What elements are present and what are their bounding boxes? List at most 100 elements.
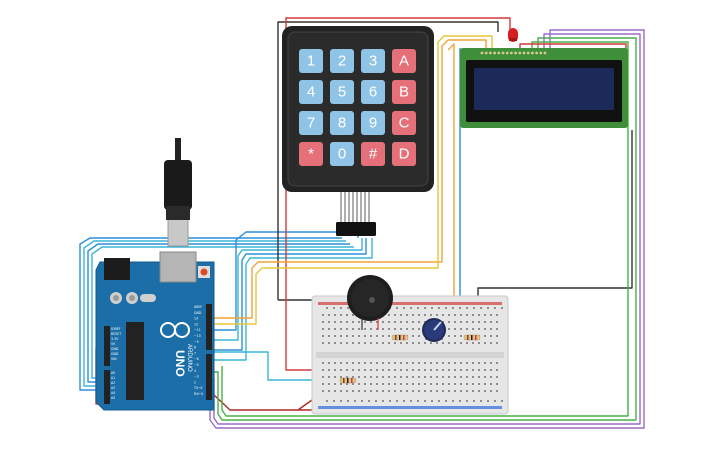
keypad-connector[interactable] xyxy=(336,222,376,236)
wire-purple-1[interactable] xyxy=(213,33,641,425)
wire-yellow-1[interactable] xyxy=(214,35,493,325)
lcd-pin[interactable] xyxy=(501,51,505,55)
keypad-key-9[interactable]: 9 xyxy=(361,111,385,135)
resistor-1[interactable] xyxy=(391,334,409,341)
arduino-power-pin-label: 3.3V xyxy=(111,337,119,341)
lcd-pin[interactable] xyxy=(497,51,501,55)
keypad-key-1[interactable]: 1 xyxy=(299,49,323,73)
breadboard-holes xyxy=(322,307,503,402)
keypad-key-label: D xyxy=(399,146,410,163)
lcd-16x2 xyxy=(460,48,628,128)
lcd-screen xyxy=(474,68,614,110)
wire-purple-2[interactable] xyxy=(209,29,645,429)
wire-orange-1[interactable] xyxy=(214,39,487,319)
keypad-key-4[interactable]: 4 xyxy=(299,80,323,104)
arduino-digital-header-2[interactable] xyxy=(206,354,212,400)
lcd-pin[interactable] xyxy=(505,51,509,55)
keypad-key-#[interactable]: # xyxy=(361,142,385,166)
lcd-pin[interactable] xyxy=(484,51,488,55)
keypad-key-B[interactable]: B xyxy=(392,80,416,104)
arduino-digital-pin-label: ~3 xyxy=(194,375,199,379)
wire-red-lcd[interactable] xyxy=(519,43,627,50)
keypad-key-6[interactable]: 6 xyxy=(361,80,385,104)
lcd-pin[interactable] xyxy=(539,51,543,55)
arduino-power-header[interactable] xyxy=(104,326,110,366)
wire-keypad-cyan-6[interactable] xyxy=(214,238,363,341)
arduino-power-pin-label: VIN xyxy=(111,357,117,361)
wire-black-right[interactable] xyxy=(477,130,633,300)
keypad-key-label: 8 xyxy=(338,115,346,132)
wire-green-1[interactable] xyxy=(214,37,637,421)
keypad-key-3[interactable]: 3 xyxy=(361,49,385,73)
resistor-2[interactable] xyxy=(463,334,481,341)
wire-green-2[interactable] xyxy=(221,41,629,417)
arduino-digital-pin-label: 13 xyxy=(194,317,198,321)
lcd-pin[interactable] xyxy=(518,51,522,55)
wire-black-top[interactable] xyxy=(277,21,499,300)
arduino-digital-pin-label: 4 xyxy=(194,369,196,373)
arduino-usb-port[interactable] xyxy=(159,251,197,283)
resistor-3[interactable] xyxy=(339,377,357,384)
arduino-digital-pin-label: ~9 xyxy=(194,340,199,344)
wire-red-led[interactable] xyxy=(285,17,511,371)
lcd-pin[interactable] xyxy=(531,51,534,55)
keypad-ribbon xyxy=(340,192,370,225)
lcd-pin[interactable] xyxy=(522,51,526,55)
arduino-uno[interactable]: ARDUINO UNO IOREFRESET3.3V5VGNDGNDVINA0A… xyxy=(95,251,215,411)
keypad-key-5[interactable]: 5 xyxy=(330,80,354,104)
arduino-digital-pin-label: 8 xyxy=(194,346,196,350)
keypad-key-label: 4 xyxy=(307,84,315,101)
arduino-digital-pin-label: RX←0 xyxy=(194,392,203,396)
arduino-analog-pin-label: A3 xyxy=(111,386,115,390)
lcd-pin[interactable] xyxy=(514,51,517,55)
lcd-pin[interactable] xyxy=(543,51,547,55)
arduino-analog-pin-label: A4 xyxy=(111,391,115,395)
keypad-key-7[interactable]: 7 xyxy=(299,111,323,135)
wire-keypad-cyan-8[interactable] xyxy=(214,238,373,361)
arduino-analog-pin-label: A2 xyxy=(111,381,115,385)
usb-cable xyxy=(164,138,192,247)
keypad-key-A[interactable]: A xyxy=(392,49,416,73)
lcd-pin[interactable] xyxy=(489,51,492,55)
arduino-analog-header[interactable] xyxy=(104,370,110,404)
lcd-pins xyxy=(480,51,547,55)
lcd-pin[interactable] xyxy=(493,51,496,55)
arduino-analog-pin-label: A0 xyxy=(111,371,115,375)
lcd-pin[interactable] xyxy=(510,51,513,55)
keypad-key-label: 6 xyxy=(369,84,377,101)
arduino-power-pin-label: 5V xyxy=(111,342,116,346)
lcd-pin[interactable] xyxy=(526,51,530,55)
keypad-key-0[interactable]: 0 xyxy=(330,142,354,166)
keypad-key-label: # xyxy=(369,146,378,163)
arduino-power-jack[interactable] xyxy=(104,258,130,280)
potentiometer[interactable] xyxy=(422,318,446,342)
keypad-key-*[interactable]: * xyxy=(299,142,323,166)
wire-orange-2[interactable] xyxy=(447,43,455,300)
arduino-digital-header-1[interactable] xyxy=(206,304,212,350)
arduino-digital-pin-label: AREF xyxy=(194,305,202,309)
keypad-key-2[interactable]: 2 xyxy=(330,49,354,73)
arduino-model-label: UNO xyxy=(173,350,187,377)
arduino-digital-pin-label: ~5 xyxy=(194,363,199,367)
arduino-digital-pin-label: ~6 xyxy=(194,357,199,361)
arduino-analog-pin-label: A1 xyxy=(111,376,115,380)
lcd-pin[interactable] xyxy=(535,51,538,55)
atmega-chip xyxy=(126,322,144,400)
piezo-buzzer[interactable] xyxy=(347,275,393,330)
arduino-brand-label: ARDUINO xyxy=(186,344,192,372)
keypad-key-C[interactable]: C xyxy=(392,111,416,135)
keypad-key-8[interactable]: 8 xyxy=(330,111,354,135)
keypad-key-label: 3 xyxy=(369,53,377,70)
wire-keypad-cyan-7[interactable] xyxy=(214,238,367,351)
arduino-analog-pin-label: A5 xyxy=(111,396,115,400)
keypad-key-label: B xyxy=(399,84,409,101)
lcd-pin[interactable] xyxy=(480,51,484,55)
keypad-key-label: 9 xyxy=(369,115,377,132)
red-led[interactable] xyxy=(508,28,518,42)
keypad-key-label: 0 xyxy=(338,146,346,163)
keypad-key-D[interactable]: D xyxy=(392,142,416,166)
